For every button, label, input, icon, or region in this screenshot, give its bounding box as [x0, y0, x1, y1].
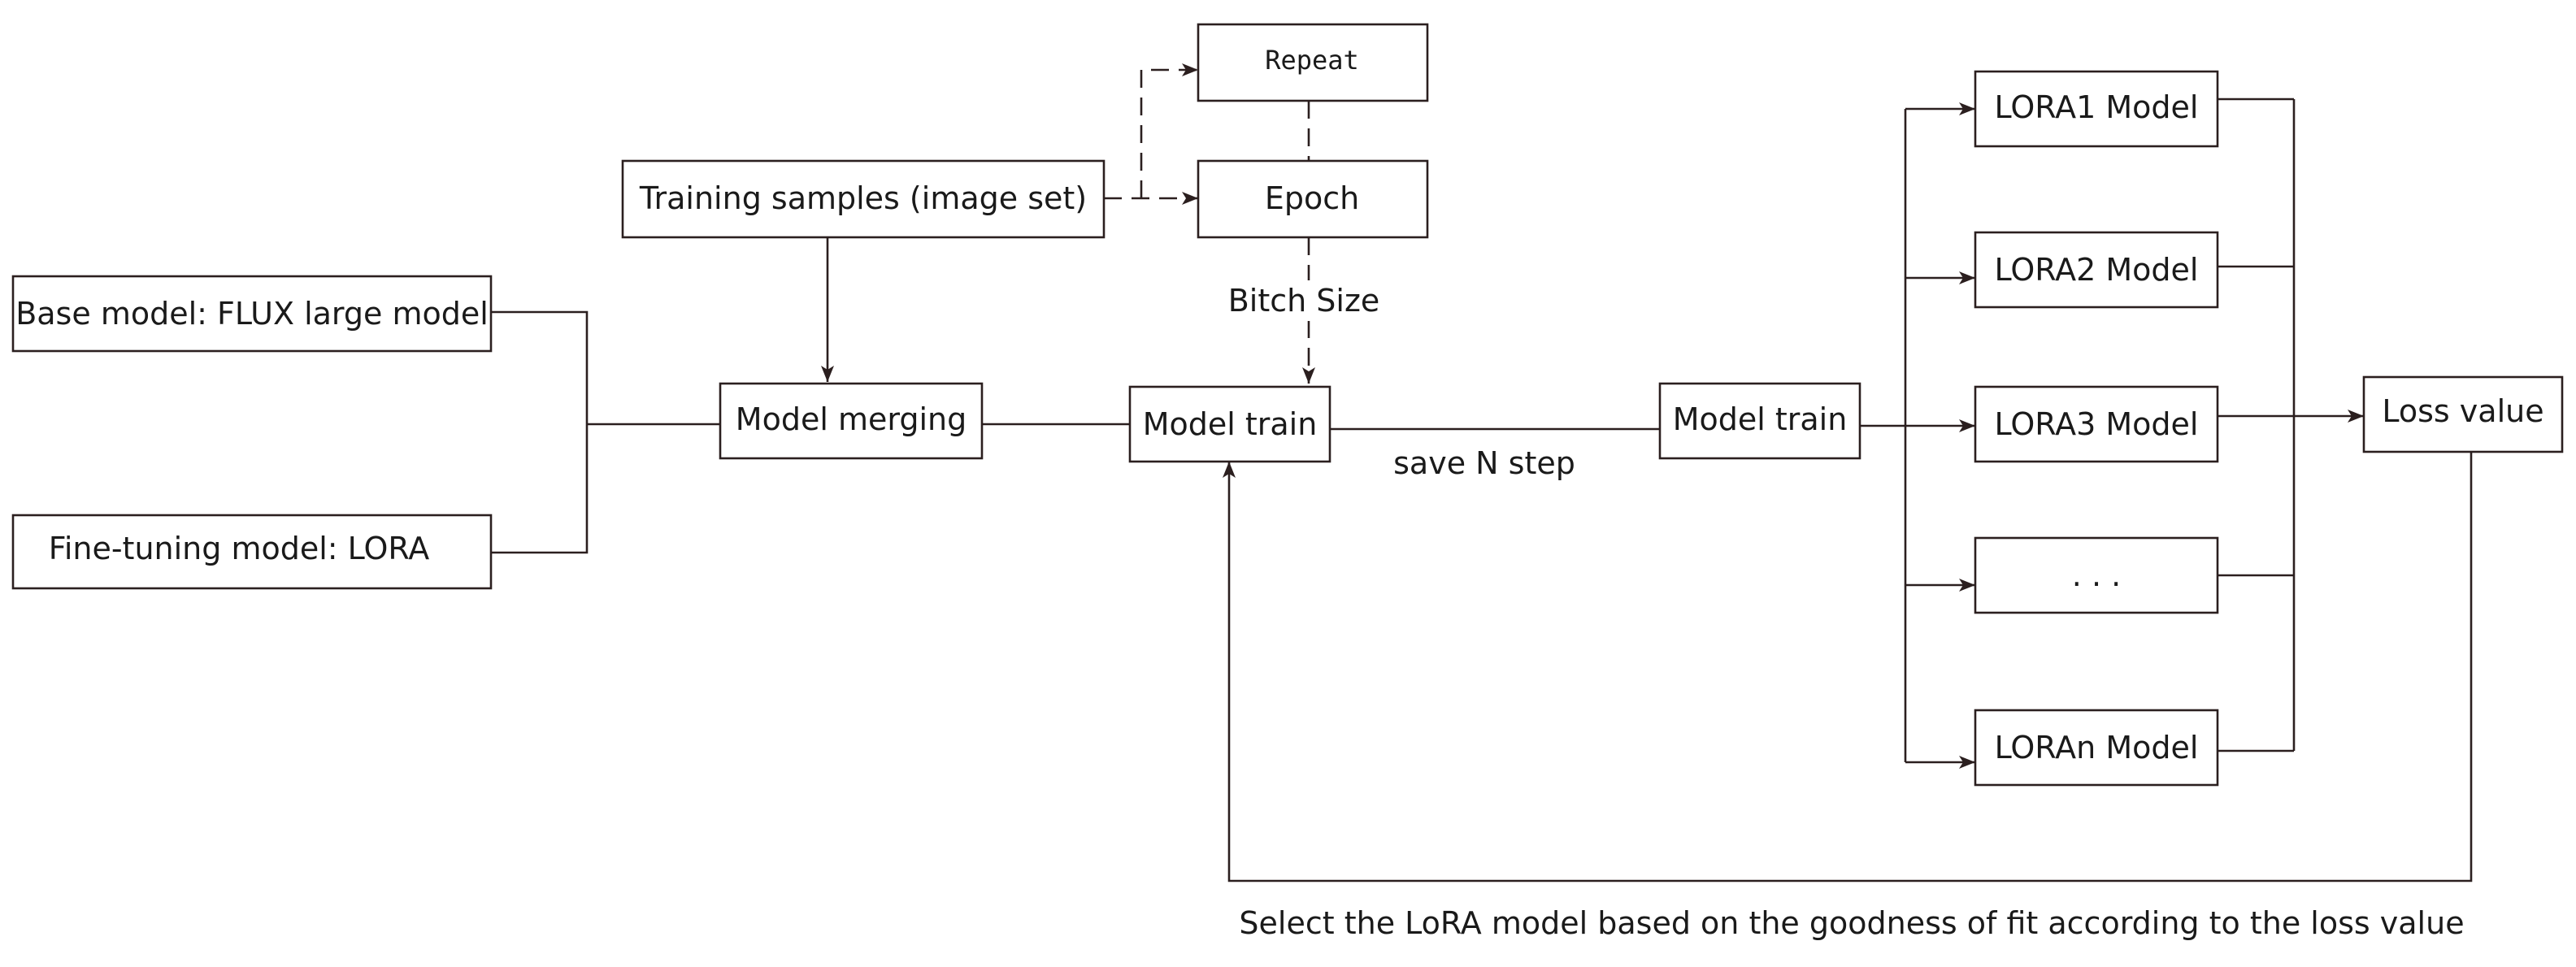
node-lora1-model-label: LORA1 Model — [1995, 89, 2199, 125]
node-training-samples: Training samples (image set) — [621, 159, 1106, 239]
node-epoch-label: Epoch — [1265, 180, 1359, 216]
bitch-size-label: Bitch Size — [1228, 283, 1380, 319]
node-lora2-model-label: LORA2 Model — [1995, 252, 2199, 288]
node-base-model-label: Base model: FLUX large model — [15, 296, 489, 332]
node-model-merging-label: Model merging — [736, 401, 967, 437]
select-lora-caption: Select the LoRA model based on the goodn… — [1239, 905, 2464, 941]
node-lora3-model-label: LORA3 Model — [1995, 406, 2199, 442]
node-model-merging: Model merging — [719, 382, 984, 460]
edge-loss-feedback-to-model-train — [1223, 452, 2473, 882]
node-lora1-model: LORA1 Model — [1974, 70, 2219, 148]
node-fine-tuning-model: Fine-tuning model: LORA — [11, 514, 493, 590]
node-model-train-1-label: Model train — [1143, 406, 1318, 442]
node-lora3-model: LORA3 Model — [1974, 385, 2219, 463]
node-training-samples-label: Training samples (image set) — [639, 180, 1087, 216]
edge-base-to-junction — [486, 310, 589, 554]
node-epoch: Epoch — [1197, 159, 1429, 239]
node-lora2-model: LORA2 Model — [1974, 231, 2219, 309]
node-loss-value-label: Loss value — [2382, 393, 2543, 429]
node-lora-ellipsis: . . . — [1974, 536, 2219, 614]
node-lora-ellipsis-label: . . . — [2072, 557, 2121, 593]
node-repeat-label: Repeat — [1265, 45, 1359, 76]
node-model-train-1: Model train — [1128, 385, 1331, 463]
node-model-train-2: Model train — [1658, 382, 1861, 460]
node-loss-value: Loss value — [2362, 375, 2564, 453]
edge-split-to-repeat — [1140, 63, 1198, 198]
node-fine-tuning-model-label: Fine-tuning model: LORA — [49, 531, 430, 566]
node-loran-model: LORAn Model — [1974, 709, 2219, 787]
node-loran-model-label: LORAn Model — [1995, 730, 2199, 765]
bitch-size-label-bg — [1229, 280, 1382, 321]
save-n-step-label: save N step — [1393, 445, 1575, 481]
node-repeat: Repeat — [1197, 23, 1429, 102]
node-model-train-2-label: Model train — [1673, 401, 1848, 437]
node-base-model: Base model: FLUX large model — [11, 275, 493, 353]
